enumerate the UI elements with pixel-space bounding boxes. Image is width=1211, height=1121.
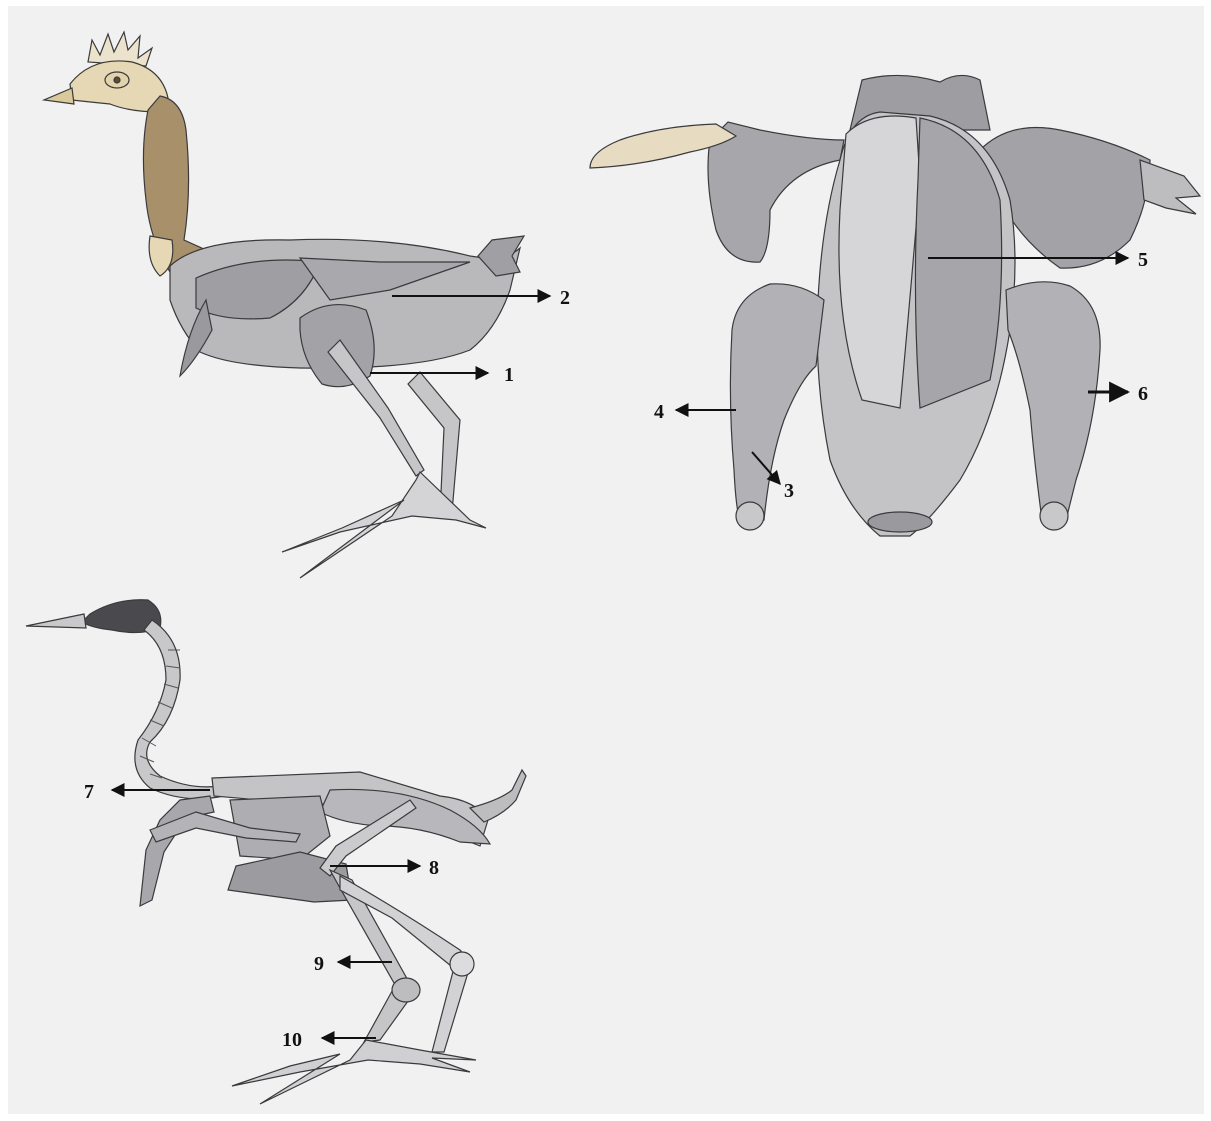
label-10: 10 [282, 1029, 302, 1051]
vent [868, 512, 932, 532]
label-4: 4 [654, 401, 664, 423]
label-8: 8 [429, 857, 439, 879]
label-6: 6 [1138, 383, 1148, 405]
label-7: 7 [84, 781, 94, 803]
label-1: 1 [504, 364, 514, 386]
label-5: 5 [1138, 249, 1148, 271]
label-9: 9 [314, 953, 324, 975]
label-3: 3 [784, 480, 794, 502]
label-2: 2 [560, 287, 570, 309]
